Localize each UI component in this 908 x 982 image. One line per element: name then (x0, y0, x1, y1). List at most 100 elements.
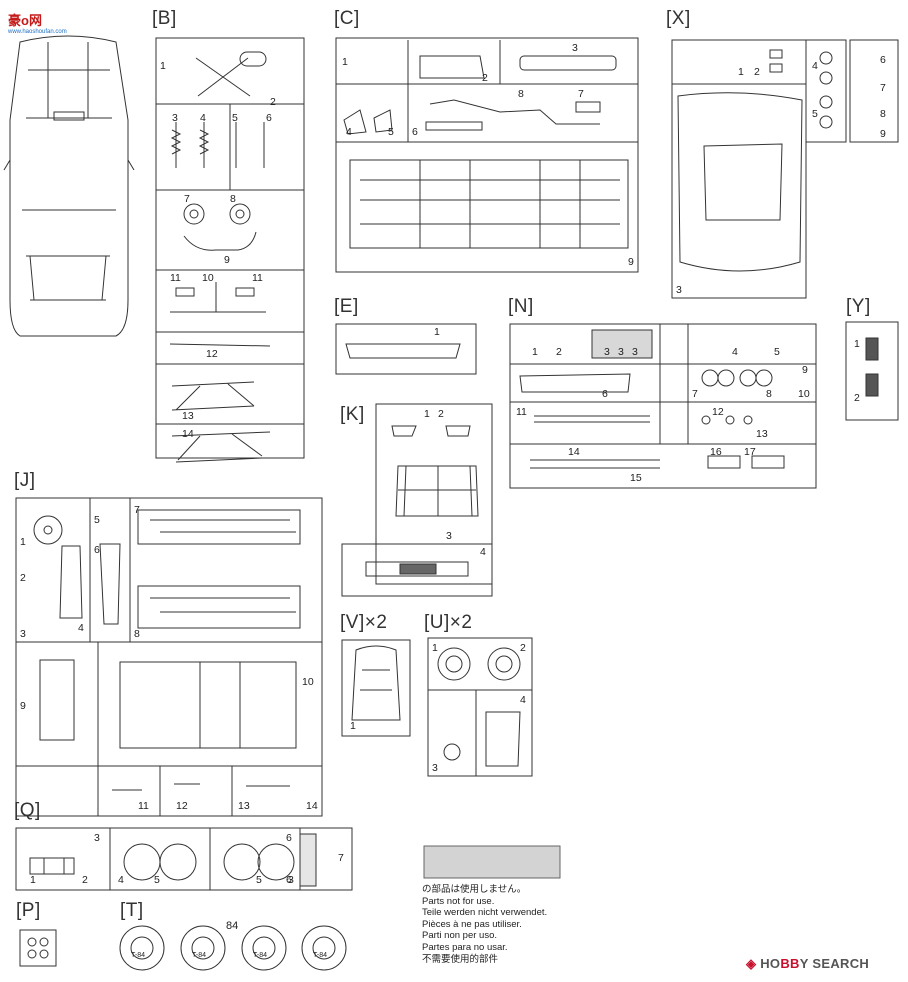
part-number: 4 (78, 622, 84, 634)
part-number: 12 (712, 406, 724, 418)
runner-label-k: [K] (340, 404, 365, 425)
part-number: 13 (182, 410, 194, 422)
part-number: 4 (812, 60, 818, 72)
part-number: 4 (480, 546, 486, 558)
part-number: 15 (630, 472, 642, 484)
part-number: 1 (342, 56, 348, 68)
part-number: 5 (154, 874, 160, 886)
runner-label-y: [Y] (846, 296, 871, 317)
part-number: 6 (286, 832, 292, 844)
part-number: 5 (812, 108, 818, 120)
part-number: 2 (754, 66, 760, 78)
watermark-text-a: HO (760, 956, 781, 971)
part-number: 10 (302, 676, 314, 688)
part-number: 1 (432, 642, 438, 654)
part-number: 12 (206, 348, 218, 360)
part-number: 9 (20, 700, 26, 712)
part-number: 17 (744, 446, 756, 458)
runner-label-b: [B] (152, 8, 177, 29)
legend-line-zh: 不需要使用的部件 (422, 953, 499, 965)
part-number: 5 (232, 112, 238, 124)
legend-line-fr: Pièces à ne pas utiliser. (422, 918, 522, 930)
part-number: 2 (20, 572, 26, 584)
part-number: 2 (482, 72, 488, 84)
part-number: 2 (520, 642, 526, 654)
part-number: 7 (692, 388, 698, 400)
legend-line-es: Partes para no usar. (422, 941, 508, 953)
part-number: 4 (732, 346, 738, 358)
part-number: 6 (880, 54, 886, 66)
part-number: 7 (338, 852, 344, 864)
part-number: 1 (434, 326, 440, 338)
part-number: 5 (256, 874, 262, 886)
part-number: 1 (350, 720, 356, 732)
part-number: 6 (94, 544, 100, 556)
runner-u-frame (427, 637, 533, 777)
runner-label-n: [N] (508, 296, 534, 317)
runner-label-c: [C] (334, 8, 360, 29)
part-number: 1 (532, 346, 538, 358)
part-number: 3 (94, 832, 100, 844)
part-number: 9 (802, 364, 808, 376)
runner-label-q: [Q] (14, 800, 41, 821)
part-number: 4 (520, 694, 526, 706)
part-number: 8 (134, 628, 140, 640)
part-number: 4 (200, 112, 206, 124)
part-number: 5 (94, 514, 100, 526)
part-number: 2 (854, 392, 860, 404)
part-number: 6 (602, 388, 608, 400)
part-number: 3 (172, 112, 178, 124)
part-number: 3 (432, 762, 438, 774)
runner-b-frame (155, 37, 305, 463)
part-number: 2 (270, 96, 276, 108)
runner-e-frame (335, 323, 477, 375)
parts-not-for-use-swatch (423, 845, 561, 879)
part-number: 13 (756, 428, 768, 440)
part-number: 11 (138, 800, 149, 812)
part-number: 7 (134, 504, 140, 516)
part-number: 9 (224, 254, 230, 266)
part-number: 9 (628, 256, 634, 268)
part-number: 3 (446, 530, 452, 542)
runner-y-frame (845, 321, 899, 421)
tire-mark: T-84 (313, 952, 328, 959)
runner-j-frame (15, 497, 323, 817)
part-number: 8 (230, 193, 236, 205)
tire-mark: T-84 (131, 952, 146, 959)
part-number: 10 (202, 272, 214, 284)
part-number: 1 (854, 338, 860, 350)
site-logo-url: www.haoshoufan.com (8, 29, 67, 35)
part-number: 11 (516, 406, 527, 418)
part-number: 2 (556, 346, 562, 358)
site-logo-text: 豪o网 (8, 13, 42, 28)
part-number: 16 (710, 446, 722, 458)
runner-x-frame (671, 39, 899, 299)
runner-label-v: [V]×2 (340, 612, 388, 633)
runner-k-frame (341, 403, 493, 597)
part-number: 5 (774, 346, 780, 358)
part-number: 3 (676, 284, 682, 296)
part-number: 13 (238, 800, 250, 812)
part-number: 11 (252, 272, 263, 284)
part-number: 1 (738, 66, 744, 78)
part-number: 11 (170, 272, 181, 284)
legend-line-en: Parts not for use. (422, 895, 495, 907)
tire-code: 84 (226, 920, 239, 932)
tires-t (119, 925, 347, 971)
runner-label-t: [T] (120, 900, 144, 921)
part-number: 8 (518, 88, 524, 100)
car-body-top-view (3, 35, 135, 337)
runner-label-j: [J] (14, 470, 36, 491)
part-number: 7 (578, 88, 584, 100)
part-number: 7 (184, 193, 190, 205)
part-number: 3 (632, 346, 638, 358)
legend-line-ja: の部品は使用しません。 (422, 884, 527, 895)
runner-c-frame (335, 37, 639, 273)
part-number: 3 (572, 42, 578, 54)
runner-label-e: [E] (334, 296, 359, 317)
hobby-search-logo-icon: ◈ (746, 956, 757, 971)
part-number: 3 (604, 346, 610, 358)
part-number: 14 (568, 446, 580, 458)
part-number: 6 (412, 126, 418, 138)
